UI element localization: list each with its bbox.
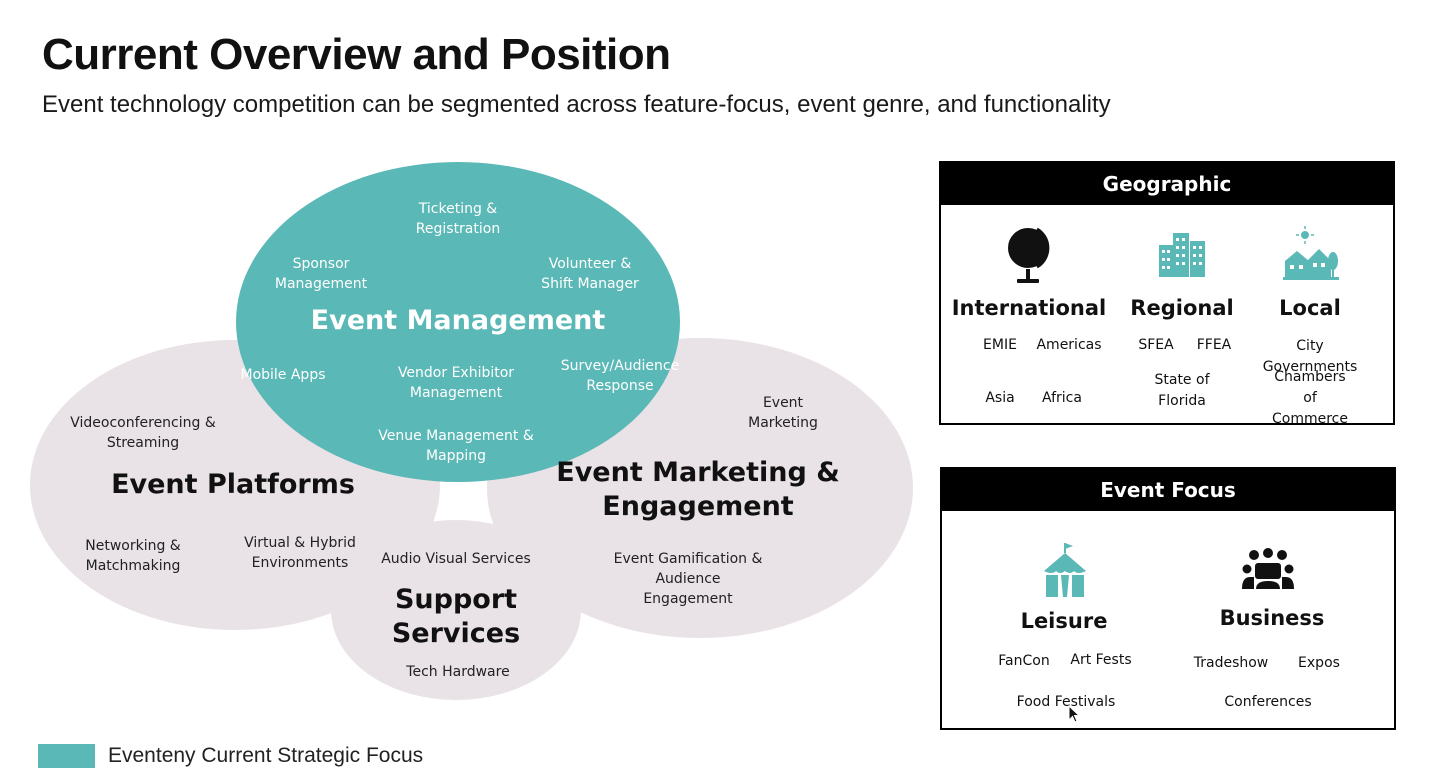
international-item: Asia bbox=[985, 390, 1015, 406]
management-item-volunteer: Volunteer & Shift Manager bbox=[541, 256, 639, 292]
support-title: Support Services bbox=[391, 584, 521, 649]
leisure-label: Leisure bbox=[1020, 609, 1108, 633]
event-focus-panel: Event Focus Leisure FanCon Art Fests Foo… bbox=[940, 467, 1396, 730]
houses-icon bbox=[1283, 226, 1339, 280]
regional-item: SFEA bbox=[1138, 337, 1174, 353]
business-item: Expos bbox=[1298, 655, 1340, 671]
regional-item: State of Florida bbox=[1154, 372, 1210, 409]
business-item: Conferences bbox=[1224, 694, 1312, 710]
leisure-item: Art Fests bbox=[1070, 652, 1132, 668]
geographic-header: Geographic bbox=[941, 163, 1393, 205]
international-item: Americas bbox=[1036, 337, 1102, 353]
support-segment bbox=[331, 520, 581, 700]
regional-label: Regional bbox=[1130, 296, 1234, 320]
page-subtitle: Event technology competition can be segm… bbox=[42, 91, 1111, 118]
event-focus-header: Event Focus bbox=[942, 469, 1394, 511]
marketing-item-marketing: Event Marketing bbox=[748, 395, 818, 431]
globe-icon bbox=[1008, 227, 1050, 283]
business-label: Business bbox=[1219, 606, 1325, 630]
platforms-item-networking: Networking & Matchmaking bbox=[85, 538, 181, 574]
circus-tent-icon bbox=[1044, 543, 1086, 597]
support-item-av: Audio Visual Services bbox=[381, 551, 531, 567]
management-item-survey: Survey/Audience Response bbox=[560, 358, 680, 394]
buildings-icon bbox=[1159, 233, 1205, 277]
marketing-title: Event Marketing & Engagement bbox=[556, 457, 840, 522]
international-item: Africa bbox=[1042, 390, 1082, 406]
meeting-group-icon bbox=[1242, 548, 1294, 589]
management-item-venue: Venue Management & Mapping bbox=[378, 428, 534, 464]
management-item-sponsor: Sponsor Management bbox=[274, 256, 368, 292]
management-item-mobile: Mobile Apps bbox=[240, 367, 326, 383]
management-item-ticketing: Ticketing & Registration bbox=[415, 201, 501, 237]
leisure-item: FanCon bbox=[998, 653, 1050, 669]
venn-diagram bbox=[30, 162, 913, 700]
platforms-title: Event Platforms bbox=[111, 469, 355, 500]
platforms-item-video: Videoconferencing & Streaming bbox=[70, 415, 216, 451]
page-title: Current Overview and Position bbox=[42, 30, 671, 79]
local-item: Chambers of Commerce bbox=[1272, 369, 1348, 427]
support-item-hardware: Tech Hardware bbox=[406, 664, 510, 680]
business-item: Tradeshow bbox=[1193, 655, 1269, 671]
mouse-cursor-icon bbox=[1068, 705, 1081, 723]
management-segment bbox=[236, 162, 680, 482]
leisure-item: Food Festivals bbox=[1016, 694, 1116, 710]
management-title: Event Management bbox=[310, 305, 606, 336]
marketing-item-gamification: Event Gamification & Audience Engagement bbox=[613, 551, 763, 607]
regional-item: FFEA bbox=[1196, 337, 1232, 353]
international-label: International bbox=[951, 296, 1107, 320]
local-label: Local bbox=[1279, 296, 1341, 320]
platforms-item-virtual: Virtual & Hybrid Environments bbox=[244, 535, 356, 571]
international-item: EMIE bbox=[983, 337, 1017, 353]
legend-swatch bbox=[38, 744, 95, 768]
geographic-panel: Geographic International EMIE Americas A… bbox=[939, 161, 1395, 427]
local-item: City Governments bbox=[1262, 338, 1358, 375]
management-item-vendor: Vendor Exhibitor Management bbox=[397, 365, 515, 401]
legend-label: Eventeny Current Strategic Focus bbox=[108, 744, 424, 767]
